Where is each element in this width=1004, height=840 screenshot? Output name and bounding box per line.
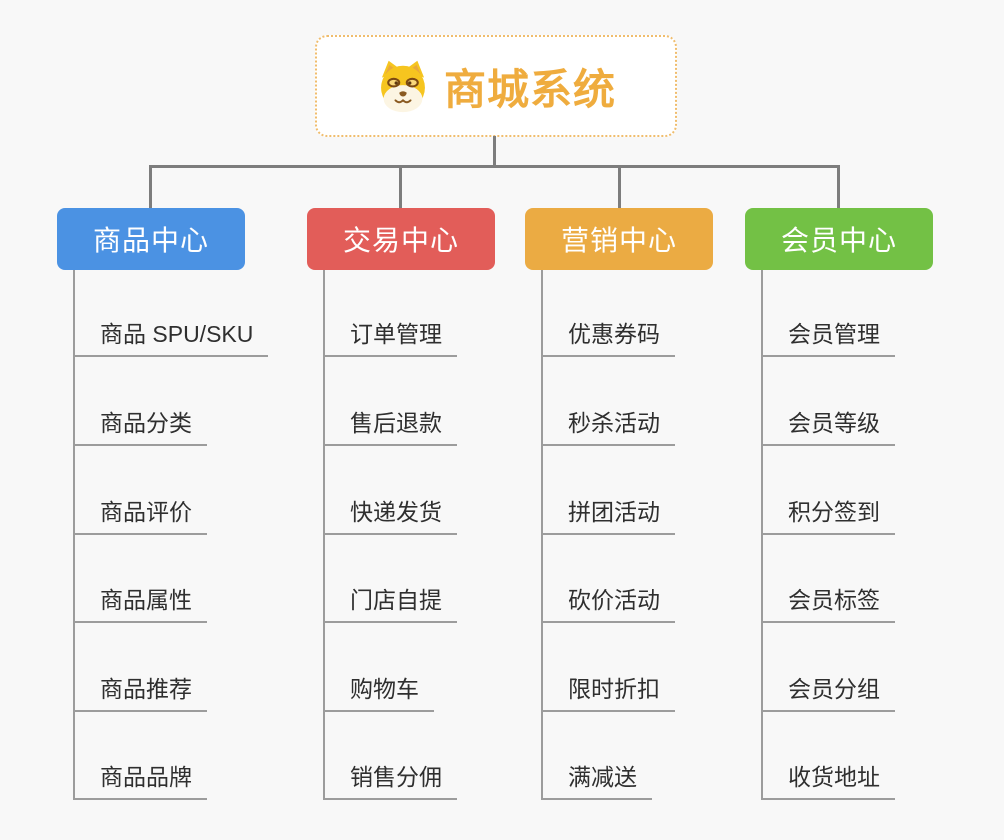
branch-node-trade[interactable]: 交易中心: [307, 208, 495, 270]
mindmap-item[interactable]: 收货地址: [761, 762, 895, 800]
mindmap-item[interactable]: 商品品牌: [73, 762, 207, 800]
mindmap-item[interactable]: 门店自提: [323, 585, 457, 623]
branch-vertical-line: [761, 270, 763, 800]
mindmap-item[interactable]: 商品推荐: [73, 674, 207, 712]
branch-trade: 交易中心 订单管理售后退款快递发货门店自提购物车销售分佣: [307, 208, 495, 800]
connector-drop-line: [399, 165, 402, 210]
mindmap-item[interactable]: 订单管理: [323, 319, 457, 357]
mindmap-item[interactable]: 快递发货: [323, 497, 457, 535]
mindmap-item[interactable]: 会员等级: [761, 408, 895, 446]
connector-drop-line: [618, 165, 621, 210]
root-node-label: 商城系统: [443, 65, 616, 113]
mindmap-item[interactable]: 秒杀活动: [541, 408, 675, 446]
branch-node-members[interactable]: 会员中心: [745, 208, 933, 270]
mindmap-item[interactable]: 会员管理: [761, 319, 895, 357]
mindmap-item[interactable]: 优惠券码: [541, 319, 675, 357]
mindmap-item[interactable]: 满减送: [541, 762, 652, 800]
mindmap-item[interactable]: 售后退款: [323, 408, 457, 446]
connector-root-stem: [493, 136, 496, 167]
dog-face-icon: [381, 60, 425, 113]
mindmap-item[interactable]: 积分签到: [761, 497, 895, 535]
mindmap-item[interactable]: 会员分组: [761, 674, 895, 712]
mindmap-item[interactable]: 商品评价: [73, 497, 207, 535]
mindmap-item[interactable]: 砍价活动: [541, 585, 675, 623]
mindmap-item[interactable]: 限时折扣: [541, 674, 675, 712]
branch-products: 商品中心 商品 SPU/SKU 商品分类商品评价商品属性商品推荐商品品牌: [57, 208, 269, 800]
mindmap-item[interactable]: 拼团活动: [541, 497, 675, 535]
branch-vertical-line: [541, 270, 543, 800]
mindmap-item[interactable]: 商品 SPU/SKU: [73, 319, 269, 357]
mindmap-item[interactable]: 商品属性: [73, 585, 207, 623]
connector-drop-line: [837, 165, 840, 210]
mindmap-item[interactable]: 会员标签: [761, 585, 895, 623]
branch-marketing: 营销中心 优惠券码秒杀活动拼团活动砍价活动限时折扣满减送: [525, 208, 713, 800]
connector-horizontal-bar: [150, 165, 840, 168]
branch-members: 会员中心 会员管理会员等级积分签到会员标签会员分组收货地址: [745, 208, 933, 800]
branch-vertical-line: [323, 270, 325, 800]
mindmap-item[interactable]: 商品分类: [73, 408, 207, 446]
root-node[interactable]: 商城系统: [315, 35, 677, 137]
connector-drop-line: [149, 165, 152, 210]
mindmap-item[interactable]: 购物车: [323, 674, 434, 712]
branch-vertical-line: [73, 270, 75, 800]
branch-node-marketing[interactable]: 营销中心: [525, 208, 713, 270]
branch-node-products[interactable]: 商品中心: [57, 208, 245, 270]
mindmap-item[interactable]: 销售分佣: [323, 762, 457, 800]
